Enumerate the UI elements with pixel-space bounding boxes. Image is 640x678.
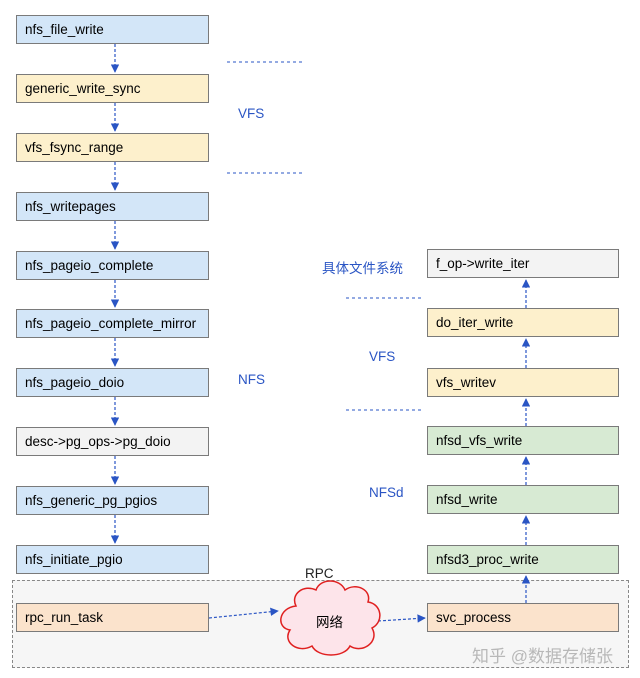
arrow-network-to-svc	[377, 614, 426, 623]
box-nfsd3-proc-write[interactable]: nfsd3_proc_write	[427, 545, 619, 574]
box-nfs-writepages[interactable]: nfs_writepages	[16, 192, 209, 221]
box-do-iter-write[interactable]: do_iter_write	[427, 308, 619, 337]
rpc-label: RPC	[305, 566, 334, 581]
box-nfs-pageio-complete-mirror[interactable]: nfs_pageio_complete_mirror	[16, 309, 209, 338]
box-generic-write-sync[interactable]: generic_write_sync	[16, 74, 209, 103]
box-svc-process[interactable]: svc_process	[427, 603, 619, 632]
label-left-vfs: VFS	[238, 106, 265, 121]
label-left-nfs: NFS	[238, 372, 265, 387]
arrow-rpc-to-network	[208, 607, 279, 619]
label-right-nfsd: NFSd	[369, 485, 404, 500]
network-cloud-icon	[280, 580, 381, 656]
box-desc-pg-doio[interactable]: desc->pg_ops->pg_doio	[16, 427, 209, 456]
box-nfs-pageio-complete[interactable]: nfs_pageio_complete	[16, 251, 209, 280]
box-nfs-initiate-pgio[interactable]: nfs_initiate_pgio	[16, 545, 209, 574]
box-vfs-writev[interactable]: vfs_writev	[427, 368, 619, 397]
watermark: 知乎 @数据存储张	[472, 647, 613, 666]
box-f-op-write-iter[interactable]: f_op->write_iter	[427, 249, 619, 278]
box-nfs-generic-pg-pgios[interactable]: nfs_generic_pg_pgios	[16, 486, 209, 515]
box-rpc-run-task[interactable]: rpc_run_task	[16, 603, 209, 632]
box-vfs-fsync-range[interactable]: vfs_fsync_range	[16, 133, 209, 162]
network-label: 网络	[316, 615, 343, 630]
label-right-fs: 具体文件系统	[322, 261, 403, 276]
box-nfs-file-write[interactable]: nfs_file_write	[16, 15, 209, 44]
box-nfs-pageio-doio[interactable]: nfs_pageio_doio	[16, 368, 209, 397]
box-nfsd-vfs-write[interactable]: nfsd_vfs_write	[427, 426, 619, 455]
label-right-vfs: VFS	[369, 349, 396, 364]
box-nfsd-write[interactable]: nfsd_write	[427, 485, 619, 514]
